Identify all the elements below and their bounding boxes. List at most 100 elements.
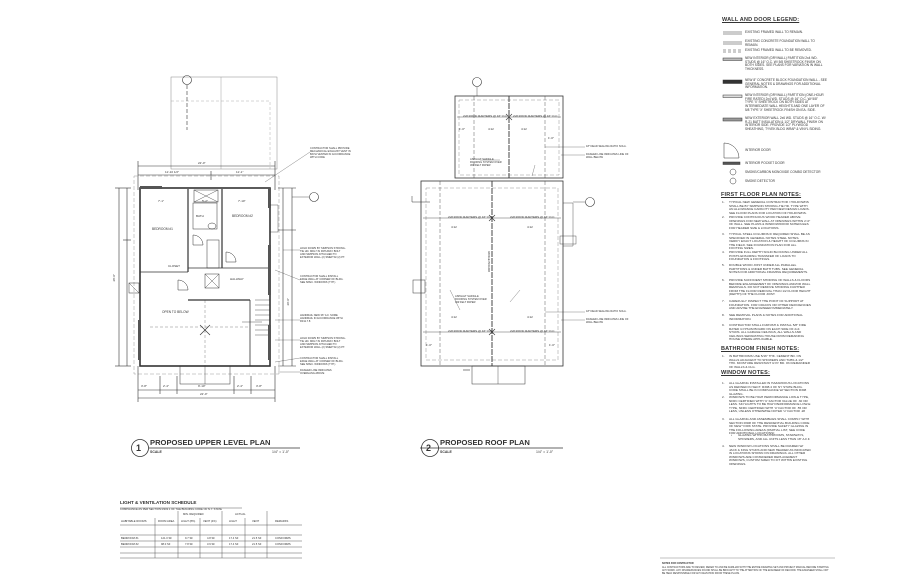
overhang-dim: 1'-0": [426, 343, 432, 347]
slope-label: 4:12: [451, 225, 457, 229]
dim-bed1-width: 7'-1": [158, 199, 164, 203]
legend-item: NEW INTERIOR (DRYWALL) PARTITION 2x4 WD.…: [745, 56, 823, 72]
note-item: 4.NEW WINDOW LOCATIONS SHALL BE FRAMED W…: [722, 444, 811, 466]
schedule-col-header: VENT (4%): [203, 520, 217, 523]
slope-label: 4:12: [451, 315, 457, 319]
legend-item: NEW EXTERIOR WALL 2x6 WD. STUDS @ 16" O.…: [745, 116, 826, 132]
note-item: 5.DOUBLE WOOD JOIST UNDER ALL PARALLEL P…: [722, 263, 808, 275]
schedule-col-header: ROOM AREA: [158, 520, 175, 523]
scale-value: 1/4" = 1'-0": [272, 450, 290, 454]
schedule-title: LIGHT & VENTILATION SCHEDULE: [120, 500, 197, 505]
bathroom-notes-title: BATHROOM FINISH NOTES:: [721, 346, 800, 352]
note-item: 6.PROVIDE SUFFICIENT SHORING OF WALLS & …: [722, 278, 811, 297]
plan-number-badge: 2: [426, 443, 432, 453]
dim-overall-bottom: 22'-0": [200, 392, 208, 396]
legend-item: NEW INTERIOR (DRYWALL) PARTITION (ONE-HO…: [745, 93, 825, 112]
callout: CONTRACTOR SHALL INSTALL EDGE WALL AT CO…: [300, 275, 344, 285]
dim-bottom-5: 3'-8": [256, 384, 262, 388]
callout: CONTRACTOR SHALL INSTALL EDGE WALL AT CO…: [300, 357, 344, 367]
note-item: 9.CONTRACTOR SHALL FURNISH & INSTALL 5/8…: [722, 323, 807, 342]
note-item: 4.PROVIDE FULL DEPTH SOLID BLOCKING UNDE…: [722, 250, 808, 262]
dim-bottom-3: 9'-10": [198, 384, 206, 388]
slope-label: 4:12: [488, 127, 494, 131]
schedule-subtitle: COMPLIANCE AS PER SECTION R303.1 OF THE …: [120, 508, 222, 511]
schedule-col-header: LIGHT (8%): [181, 520, 196, 523]
callout: HOLD DOWN BY SIMPSON STRONG-TIE HD. MDL7…: [300, 247, 346, 260]
overhang-dim: 1'-0": [548, 136, 554, 140]
slope-label: 4:12: [527, 225, 533, 229]
note-item: 1.IN BATHROOMS USE 5/16" THK. CEMENT BD.…: [722, 354, 810, 369]
legend-title: WALL AND DOOR LEGEND:: [722, 17, 800, 23]
slope-label: 4:12: [521, 127, 527, 131]
note-item: 3.TYPICAL STEEL COLUMNS IF REQUIRED SHAL…: [722, 232, 810, 251]
note-item: 2.PROVIDE CONTINUOUS WOOD HEADER ABOVE O…: [722, 215, 811, 230]
window-notes-title: WINDOW NOTES:: [721, 370, 771, 376]
rafter-label: 2x8 ROOF RAFTERS @ 16" O.C.: [448, 215, 494, 219]
dim-overall-top: 22'-0": [198, 161, 206, 165]
room-bath: BATH: [196, 214, 204, 218]
note-item: 7.CAREFULLY INSPECT THE POINT OF SUPPORT…: [722, 299, 811, 311]
note-item: 8.SEE REMOVAL PLANS & NOTES FOR ADDITION…: [722, 313, 803, 321]
note-item: 1.ALL GLAZING INSTALLED IN HAZARDOUS LOC…: [722, 381, 810, 396]
schedule-col-header: LIGHT: [229, 520, 237, 523]
rafter-label: 2x8 ROOF RAFTERS @ 16" O.C.: [448, 329, 494, 333]
callout: DASHED LINE INDICATES OVERHANG ABOVE: [300, 369, 332, 376]
callout: HANDRAIL NEW 36" A.F. SOME HANDRAIL IN A…: [300, 314, 343, 324]
legend-item: EXISTING FRAMED WALL TO BE REMOVED.: [745, 48, 812, 52]
dim-bottom-2: 2'-4": [163, 384, 169, 388]
room-open-below: OPEN TO BELOW: [162, 310, 189, 314]
schedule-col-header: VENT: [252, 520, 260, 523]
first-floor-notes-title: FIRST FLOOR PLAN NOTES:: [721, 192, 802, 198]
overhang-dim: 1'-0": [459, 127, 465, 131]
callout: ASPHALT SHINGLE ROOFING SYSTEM OVER 30# …: [455, 295, 487, 305]
note-item: 3.ALL GLAZING AND ASSEMBLIES SHALL COMPL…: [722, 417, 810, 436]
rafter-label: 2x8 ROOF RAFTERS @ 16" O.C.: [510, 215, 556, 219]
plan-number-badge: 1: [136, 443, 142, 453]
dim-bath-width: 5'-2": [202, 199, 208, 203]
note-bullet: •GLAZING WITHIN BATHROOMS, STAIRWAYS, SH…: [731, 433, 811, 441]
scale-label: SCALE: [440, 450, 452, 454]
dim-bottom-1: 3'-8": [141, 384, 147, 388]
rafter-label: 2x8 ROOF RAFTERS @ 16" O.C.: [513, 114, 559, 118]
legend-item: EXISTING CONCRETE FOUNDATION WALL TO REM…: [745, 39, 815, 47]
schedule-group-required: MIN. REQUIRED: [183, 513, 204, 516]
callout: 18" DEAD SEALING RATIO SOLA.: [586, 145, 627, 148]
callout: HOLD DOWN BY SIMPSON STRONG-TIE HD. MDL7…: [300, 337, 346, 350]
callout: DASHED LINE INDICATES LINE OF WALL BELOW: [586, 318, 629, 325]
legend-item-interior-door: INTERIOR DOOR: [745, 148, 771, 152]
disclaimer-title: NOTES FOR CONTRACTOR: [662, 562, 694, 565]
note-item: 1.TYPICAL NEW GENERAL CONTRACTOR / HOLDO…: [722, 200, 810, 215]
room-closet: CLOSET: [168, 264, 181, 268]
rafter-label: 2x8 ROOF RAFTERS @ 16" O.C.: [510, 329, 556, 333]
room-bedroom-2: BEDROOM #2: [232, 214, 253, 218]
legend-item: EXISTING FRAMED WALL TO REMAIN.: [745, 30, 803, 34]
dim-top-right: 11'-1": [236, 170, 244, 174]
scale-label: SCALE: [150, 450, 162, 454]
legend-item-smoke-co: SMOKE/CARBON MONOXIDE COMBO DETECTOR: [745, 170, 821, 174]
schedule-group-actual: ACTUAL: [235, 513, 246, 516]
legend-item-smoke: SMOKE DETECTOR: [745, 179, 775, 183]
disclaimer-text: ALL CONTRACTORS ARE TO REVIEW, REFER TO …: [662, 566, 829, 576]
schedule-col-header: REMARKS: [275, 520, 289, 523]
overhang-dim: 1'-0": [549, 343, 555, 347]
callout: ASPHALT SHINGLE ROOFING SYSTEM OVER 30# …: [470, 158, 502, 168]
rafter-label: 2x8 ROOF RAFTERS @ 16" O.C.: [463, 114, 509, 118]
room-hallway: HALLWAY: [230, 277, 244, 281]
dim-left-overall: 28'-0": [112, 273, 117, 282]
dim-bed2-width: 7'-10": [238, 199, 246, 203]
callout: CONTRACTOR SHALL PROVIDE MECHANICAL EXHA…: [310, 147, 351, 160]
dim-bottom-4: 2'-4": [237, 384, 243, 388]
ridge-label: RIDGE BOARD: [487, 251, 492, 273]
dim-top-left: 11'-10 1/2": [165, 170, 180, 174]
slope-label: 4:12: [527, 315, 533, 319]
callout: DASHED LINE INDICATES LINE OF WALL BELOW: [586, 153, 629, 160]
legend-item-pocket-door: INTERIOR POCKET DOOR: [745, 161, 785, 165]
note-item: 2.WINDOWS TO BE HIGH PERFORMANCE LOW-E T…: [722, 395, 811, 414]
plan-title: PROPOSED ROOF PLAN: [440, 438, 530, 447]
callout: 18" DEAD SEALING RATIO SOLA.: [586, 310, 627, 313]
schedule-col-header: HABITABLE ROOMS: [121, 520, 147, 523]
scale-value: 1/4" = 1'-0": [536, 450, 554, 454]
plan-title: PROPOSED UPPER LEVEL PLAN: [150, 438, 271, 447]
dim-right-lower: 20'-0": [286, 297, 291, 306]
